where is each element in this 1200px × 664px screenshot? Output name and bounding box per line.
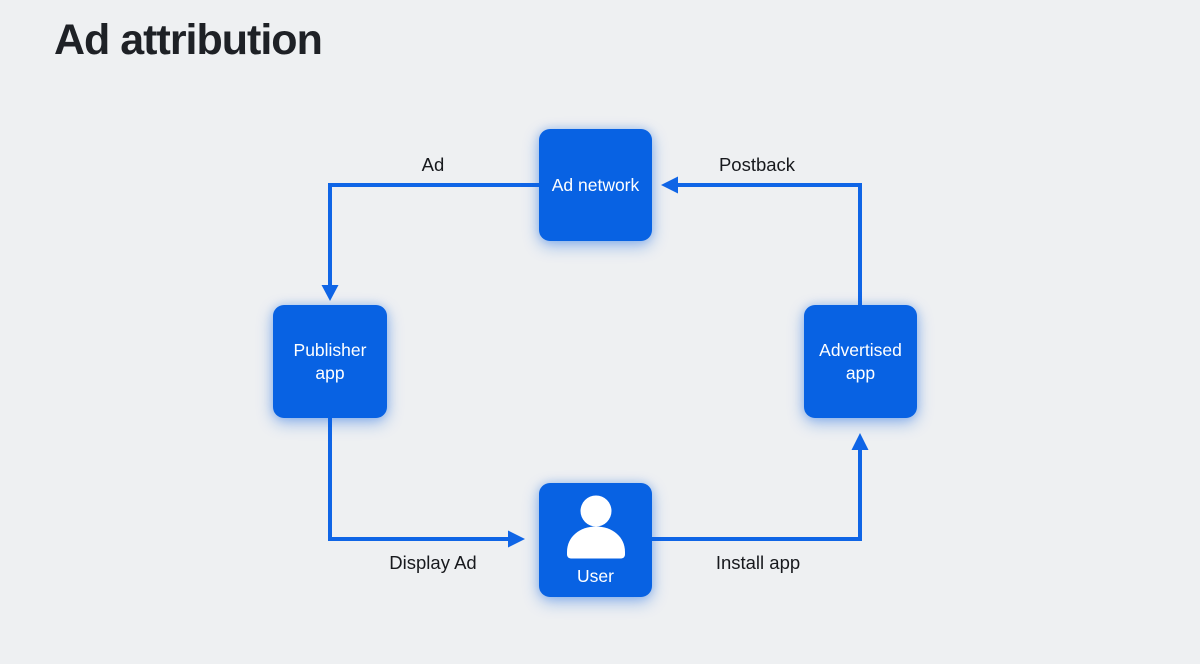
- edge-label-install-app: Install app: [715, 552, 801, 573]
- node-ad-network: Ad network: [539, 129, 652, 241]
- edge-display-ad-arrow: [328, 418, 525, 548]
- page-title: Ad attribution: [54, 16, 323, 64]
- node-publisher-app: Publisher app: [273, 305, 387, 418]
- edge-label-ad: Ad: [421, 154, 445, 175]
- edge-install-app-arrow: [652, 433, 869, 541]
- edge-label-postback: Postback: [718, 154, 796, 175]
- node-user-label: User: [577, 566, 614, 586]
- node-advertised-app: Advertised app: [804, 305, 917, 418]
- edge-ad-arrow: [321, 183, 539, 301]
- node-publisher-app-label: Publisher app: [293, 339, 367, 383]
- node-user: User: [539, 483, 652, 597]
- person-icon: [566, 495, 625, 559]
- edge-label-display-ad: Display Ad: [389, 552, 477, 573]
- node-ad-network-label: Ad network: [551, 174, 640, 195]
- node-advertised-app-label: Advertised app: [819, 339, 902, 383]
- edge-postback-arrow: [661, 176, 862, 305]
